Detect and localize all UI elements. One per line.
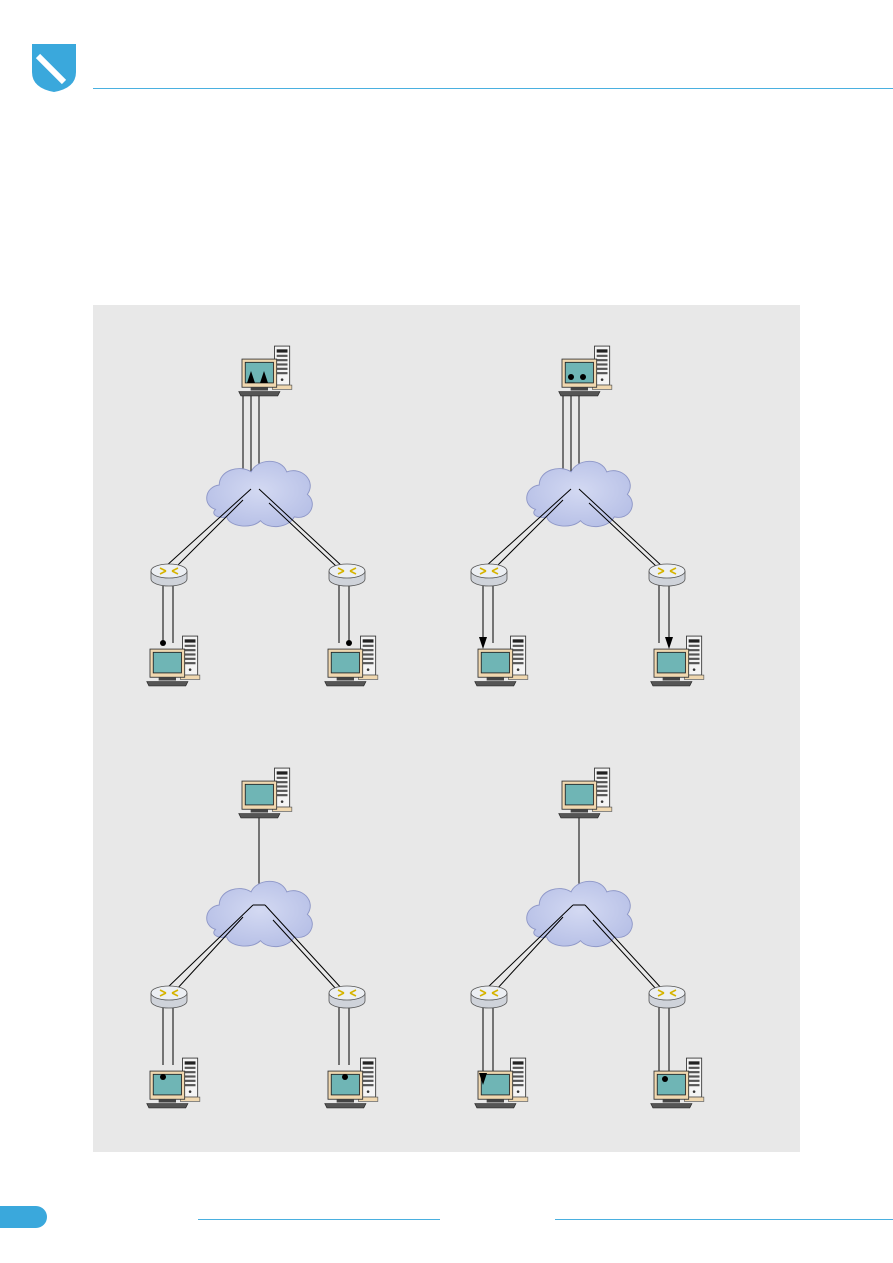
page-number-tab (0, 1206, 47, 1228)
router-icon (470, 985, 508, 1009)
router-icon (150, 985, 188, 1009)
router-icon (648, 985, 686, 1009)
receiver-dot (160, 640, 166, 646)
diagram-bottom-left (146, 767, 379, 1109)
diagram-top-left (146, 345, 379, 687)
footer-rule-right (555, 1219, 893, 1220)
down-arrow-icon (479, 637, 487, 649)
source-computer-icon (238, 767, 293, 819)
header-rule (93, 88, 893, 89)
diagram-bottom-right (470, 767, 705, 1109)
receiver-computer-icon (146, 635, 201, 687)
router-icon (328, 563, 366, 587)
source-dot (568, 374, 574, 380)
figure-panel (93, 305, 800, 1152)
shield-logo-icon (32, 44, 76, 92)
receiver-computer-icon (650, 635, 705, 687)
up-arrow-icon (260, 371, 268, 383)
source-computer-icon (238, 345, 293, 397)
footer-rule-left (198, 1219, 440, 1220)
cloud-icon (206, 460, 313, 528)
diagram-top-right (470, 345, 705, 687)
source-computer-icon (558, 767, 613, 819)
router-icon (150, 563, 188, 587)
down-arrow-icon (479, 1073, 487, 1085)
down-arrow-icon (665, 637, 673, 649)
receiver-dot (160, 1074, 166, 1080)
cloud-icon (206, 880, 313, 948)
receiver-computer-icon (324, 1057, 379, 1109)
router-icon (648, 563, 686, 587)
router-icon (328, 985, 366, 1009)
receiver-dot (662, 1076, 668, 1082)
receiver-computer-icon (146, 1057, 201, 1109)
up-arrow-icon (247, 371, 255, 383)
router-icon (470, 563, 508, 587)
source-computer-icon (558, 345, 613, 397)
cloud-icon (526, 460, 633, 528)
receiver-dot (342, 1074, 348, 1080)
receiver-dot (346, 640, 352, 646)
source-dot (580, 374, 586, 380)
cloud-icon (526, 880, 633, 948)
multicast-diagrams (146, 345, 705, 1109)
